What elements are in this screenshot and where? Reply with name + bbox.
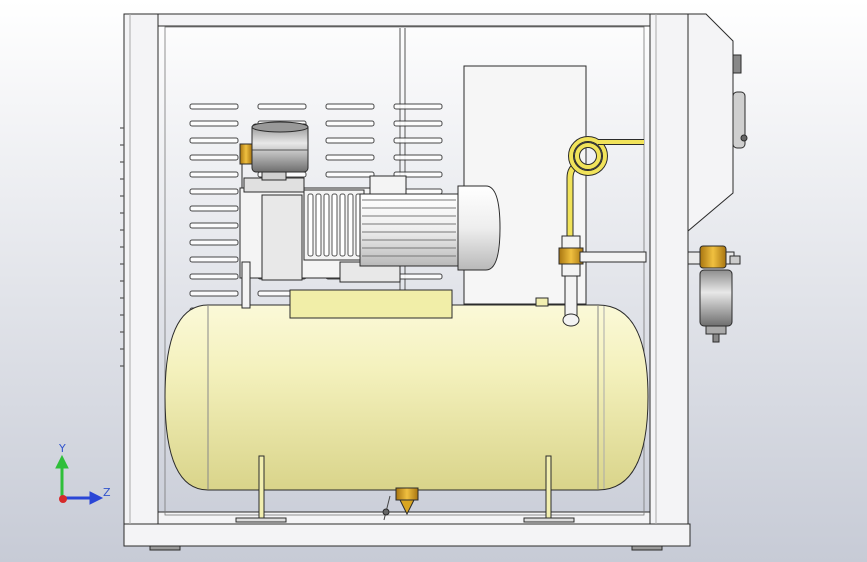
louvre-slot xyxy=(189,273,239,280)
louvre-slot xyxy=(257,103,307,110)
louvre-slot xyxy=(325,154,375,161)
louvre-slot xyxy=(189,290,239,297)
louvre-slot xyxy=(325,120,375,127)
drain-valve xyxy=(382,487,419,521)
cooling-fin xyxy=(339,193,346,257)
electric-motor xyxy=(359,185,501,271)
cooling-fin xyxy=(307,193,314,257)
louvre-slot xyxy=(325,137,375,144)
outlet-air-filter xyxy=(687,245,741,343)
left-panel-vents xyxy=(120,127,124,367)
cooling-fin xyxy=(347,193,354,257)
louvre-slot xyxy=(393,103,443,110)
louvre-slot xyxy=(325,171,375,178)
louvre-slot xyxy=(189,137,239,144)
axis-label-y: Y xyxy=(59,442,66,455)
louvre-slot xyxy=(189,171,239,178)
axis-triad xyxy=(55,454,104,505)
air-receiver-tank xyxy=(164,297,649,491)
louvre-slot xyxy=(189,154,239,161)
louvre-slot xyxy=(189,239,239,246)
pressure-switch-fitting xyxy=(239,143,253,188)
louvre-slot xyxy=(189,256,239,263)
louvre-slot xyxy=(189,120,239,127)
side-control-knobs xyxy=(732,54,748,149)
cooling-fin xyxy=(323,193,330,257)
cooling-fin xyxy=(331,193,338,257)
louvre-slot xyxy=(393,154,443,161)
tank-legs xyxy=(235,455,575,523)
louvre-slot xyxy=(189,205,239,212)
discharge-pipe xyxy=(566,136,644,236)
axis-label-z: Z xyxy=(103,486,111,499)
louvre-slot xyxy=(325,103,375,110)
louvre-slot xyxy=(189,222,239,229)
intake-filter xyxy=(251,121,309,173)
louvre-slot xyxy=(393,273,443,280)
louvre-slot xyxy=(393,137,443,144)
cooling-fin xyxy=(315,193,322,257)
louvre-slot xyxy=(189,188,239,195)
compressor-pump xyxy=(239,169,453,319)
louvre-slot xyxy=(393,120,443,127)
check-valve xyxy=(558,235,647,327)
louvre-slot xyxy=(189,103,239,110)
